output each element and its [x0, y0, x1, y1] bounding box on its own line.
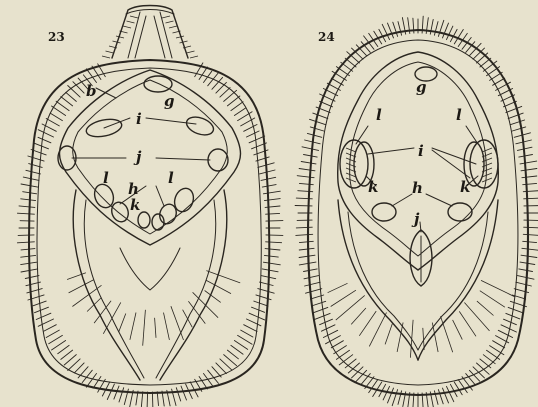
figure-23-leader-lines	[72, 88, 210, 206]
figure-23-label-l-right: l	[168, 169, 174, 187]
figure-24-interior-hatching	[328, 280, 516, 357]
figure-24-label-l-right: l	[456, 106, 462, 124]
figure-23-interior-hatching	[67, 271, 240, 346]
figure-23-cilia	[17, 63, 283, 407]
figure-23-label-j: j	[133, 148, 142, 166]
figure-23-label-b: b	[86, 82, 97, 100]
figure-23-organ-k-left	[138, 212, 150, 228]
figure-23-label-k: k	[130, 196, 140, 214]
figure-23-number: 23	[48, 30, 65, 44]
figure-23-sac-inner	[73, 80, 228, 234]
figure-24-label-i: i	[418, 142, 424, 160]
figure-23-label-l-left: l	[103, 169, 109, 187]
figure-23-body-outline	[29, 60, 269, 393]
figure-23-inner-outline	[37, 68, 261, 385]
figure-23-label-i: i	[136, 110, 142, 128]
figure-23-organ-g	[144, 76, 172, 92]
figure-24-label-g: g	[416, 78, 427, 96]
figure-24-label-k-right: k	[460, 178, 470, 196]
figure-24-label-k-left: k	[368, 178, 378, 196]
figure-24-number: 24	[318, 30, 335, 44]
figure-24-label-j: j	[411, 210, 420, 228]
figure-23-head-cone	[102, 6, 198, 59]
figure-23-organ-j-right	[208, 149, 228, 171]
figure-23-label-g: g	[164, 92, 175, 110]
figure-23-organ-i-right	[184, 114, 216, 139]
figure-23: 23 b g i j l l h k	[17, 6, 283, 407]
figure-24: 24 g l l i k k h j	[295, 16, 538, 407]
figure-24-label-h: h	[412, 179, 423, 197]
figure-24-label-l-left: l	[376, 106, 382, 124]
